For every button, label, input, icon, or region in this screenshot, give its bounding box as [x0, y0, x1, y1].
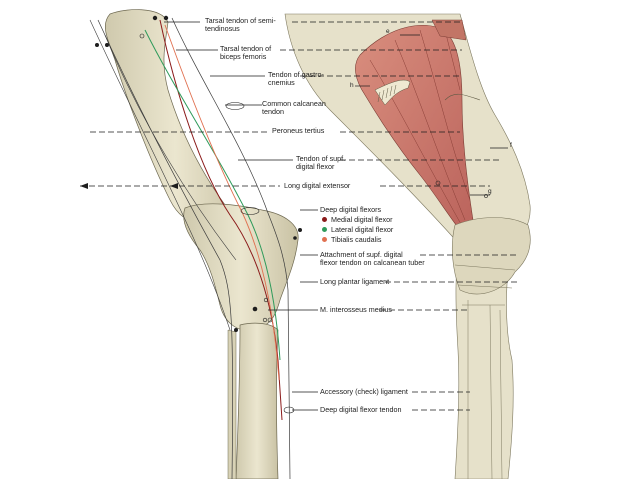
label-accessory: Accessory (check) ligament [320, 388, 408, 396]
legend-label-lateral: Lateral digital flexor [331, 225, 394, 234]
label-deep-tendon: Deep digital flexor tendon [320, 406, 402, 414]
label-gastrocnemius: Tendon of gastro- cnemius [268, 71, 324, 87]
legend-item-lateral: Lateral digital flexor [322, 226, 393, 234]
legend-item-tibialis: Tibialis caudalis [322, 236, 381, 244]
label-interosseus-text: M. interosseus medius [320, 305, 392, 314]
lateral-flexor-tendon [144, 29, 281, 361]
medial-flexor-tendon [159, 19, 283, 421]
legend-dot-medial [322, 217, 327, 222]
tibia-bone [104, 9, 246, 223]
letter-g: g [488, 188, 492, 195]
label-deep-flexors: Deep digital flexors [320, 206, 381, 214]
legend-label-medial: Medial digital flexor [331, 215, 393, 224]
legend-dot-lateral [322, 227, 327, 232]
legend-label-tibialis: Tibialis caudalis [331, 235, 382, 244]
label-peroneus-text: Peroneus tertius [272, 126, 325, 135]
label-plantar-text: Long plantar ligament [320, 277, 390, 286]
label-deep-tendon-text: Deep digital flexor tendon [320, 405, 402, 414]
label-long-extensor-text: Long digital extensor [284, 181, 351, 190]
medial-splint-bone [227, 329, 237, 479]
label-calcanean: Common calcanean tendon [262, 100, 326, 116]
right-limb-outline [284, 13, 531, 479]
label-semitendinosus: Tarsal tendon of semi- tendinosus [205, 17, 276, 33]
tibialis-tendon [164, 24, 280, 381]
label-gastrocnemius-text: Tendon of gastro- cnemius [268, 70, 324, 87]
label-deep-flexors-text: Deep digital flexors [320, 205, 382, 214]
leader-lines [80, 21, 518, 411]
label-biceps-text: Tarsal tendon of biceps femoris [220, 44, 272, 61]
label-biceps: Tarsal tendon of biceps femoris [220, 45, 271, 61]
label-semitendinosus-text: Tarsal tendon of semi- tendinosus [205, 16, 276, 33]
letter-h: h [350, 82, 354, 89]
label-peroneus: Peroneus tertius [272, 127, 324, 135]
label-plantar: Long plantar ligament [320, 278, 389, 286]
legend-dot-tibialis [322, 237, 327, 242]
label-attachment: Attachment of supf. digital flexor tendo… [320, 251, 425, 267]
tarsal-bones [183, 203, 299, 331]
right-tarsal [451, 217, 531, 295]
letter-e: e [386, 28, 390, 35]
letter-f: f [510, 142, 512, 149]
label-accessory-text: Accessory (check) ligament [320, 387, 408, 396]
label-supf-flexor: Tendon of supf. digital flexor [296, 155, 345, 171]
metatarsal-bone [235, 322, 279, 479]
label-attachment-text: Attachment of supf. digital flexor tendo… [320, 250, 425, 267]
label-calcanean-text: Common calcanean tendon [262, 99, 326, 116]
label-interosseus: M. interosseus medius [320, 306, 392, 314]
label-supf-flexor-text: Tendon of supf. digital flexor [296, 154, 346, 171]
legend-item-medial: Medial digital flexor [322, 216, 393, 224]
label-long-extensor: Long digital extensor [284, 182, 350, 190]
